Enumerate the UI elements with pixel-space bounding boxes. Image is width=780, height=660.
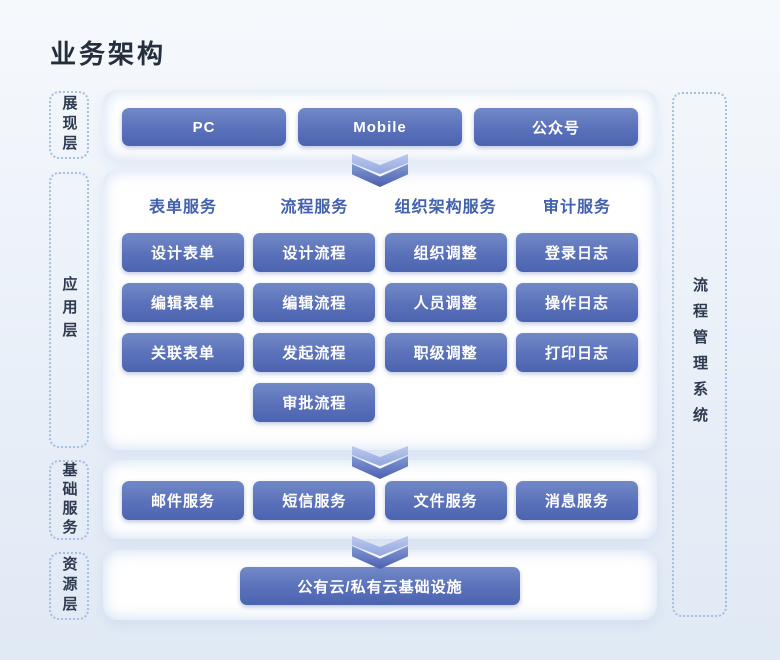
process-management-system-tag: 流程管理系统 xyxy=(672,92,727,617)
column-org-structure-service: 组织架构服务 组织调整 人员调整 职级调整 xyxy=(384,198,507,450)
node-edit-form: 编辑表单 xyxy=(122,283,244,322)
node-org-adjust: 组织调整 xyxy=(384,233,507,272)
down-arrow-icon xyxy=(352,536,408,569)
column-header: 审计服务 xyxy=(542,199,611,216)
node-design-form: 设计表单 xyxy=(122,233,244,272)
column-header: 表单服务 xyxy=(148,199,217,216)
down-arrow-icon xyxy=(352,154,408,187)
layer-tag-resource: 资源层 xyxy=(49,552,89,620)
node-mobile: Mobile xyxy=(298,108,462,146)
layer-tag-label: 基础服务 xyxy=(60,462,78,538)
node-print-log: 打印日志 xyxy=(515,333,638,372)
application-layer-card: 表单服务 设计表单 编辑表单 关联表单 流程服务 设计流程 编辑流程 发起流程 … xyxy=(103,170,657,450)
node-message-service: 消息服务 xyxy=(515,481,638,520)
node-link-form: 关联表单 xyxy=(122,333,244,372)
layer-tag-foundation: 基础服务 xyxy=(49,460,89,540)
node-staff-adjust: 人员调整 xyxy=(384,283,507,322)
layer-tag-application: 应用层 xyxy=(49,172,89,448)
node-mail-service: 邮件服务 xyxy=(122,481,244,520)
column-form-service: 表单服务 设计表单 编辑表单 关联表单 xyxy=(122,198,244,450)
node-start-process: 发起流程 xyxy=(253,333,376,372)
node-rank-adjust: 职级调整 xyxy=(384,333,507,372)
node-edit-process: 编辑流程 xyxy=(253,283,376,322)
layer-tag-label: 资源层 xyxy=(60,556,78,616)
column-header: 流程服务 xyxy=(280,199,349,216)
down-arrow-icon xyxy=(352,446,408,479)
presentation-layer-card: PC Mobile 公众号 xyxy=(103,90,657,160)
layer-tag-label: 展现层 xyxy=(60,95,78,155)
layer-tag-label: 应用层 xyxy=(60,275,78,345)
node-official-account: 公众号 xyxy=(474,108,638,146)
column-audit-service: 审计服务 登录日志 操作日志 打印日志 xyxy=(515,198,638,450)
node-operation-log: 操作日志 xyxy=(515,283,638,322)
layer-tag-presentation: 展现层 xyxy=(49,91,89,159)
page-title: 业务架构 xyxy=(50,39,167,69)
process-management-system-label: 流程管理系统 xyxy=(691,276,708,433)
column-process-service: 流程服务 设计流程 编辑流程 发起流程 审批流程 xyxy=(253,198,376,450)
node-pc: PC xyxy=(122,108,286,146)
node-design-process: 设计流程 xyxy=(253,233,376,272)
node-sms-service: 短信服务 xyxy=(253,481,376,520)
node-approve-process: 审批流程 xyxy=(253,383,376,422)
node-cloud-infrastructure: 公有云/私有云基础设施 xyxy=(240,567,520,605)
node-file-service: 文件服务 xyxy=(384,481,507,520)
node-login-log: 登录日志 xyxy=(515,233,638,272)
column-header: 组织架构服务 xyxy=(394,199,497,216)
